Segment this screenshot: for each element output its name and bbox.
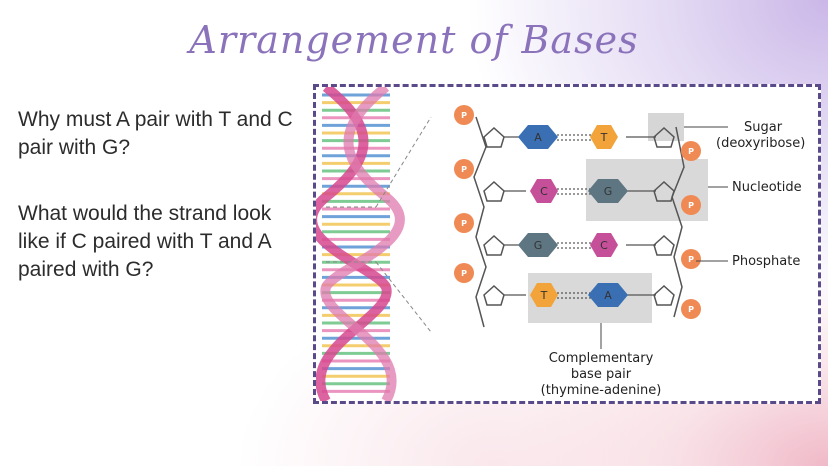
sugar-icon — [483, 126, 505, 148]
dna-figure: P A T P P C G P P G C P P T A P Sugar (deoxyribose) Nuc… — [313, 84, 821, 404]
complementary-label-1: Complementary — [549, 351, 654, 366]
complementary-label-3: (thymine-adenine) — [541, 383, 662, 398]
question-1-lead: Why — [18, 108, 60, 131]
complementary-label-2: base pair — [571, 367, 632, 382]
base-letter: T — [540, 289, 548, 302]
phosphate-icon — [681, 195, 701, 215]
base-A-icon — [518, 125, 558, 149]
sugar-icon — [483, 180, 505, 202]
sugar-sub-label: (deoxyribose) — [716, 136, 805, 151]
phosphate-letter: P — [688, 147, 694, 156]
sugar-label: Sugar — [744, 120, 783, 135]
helix-strand-front — [316, 87, 392, 401]
sugar-icon — [653, 234, 675, 256]
question-2: What would the strand look like if C pai… — [18, 202, 272, 281]
zoom-line-top — [375, 116, 432, 208]
phosphate-icon — [454, 213, 474, 233]
sugar-icon — [653, 126, 675, 148]
base-A-icon — [588, 283, 628, 307]
base-letter: G — [534, 239, 543, 252]
phosphate-icon — [454, 105, 474, 125]
base-letter: G — [604, 185, 613, 198]
helix-strand-back — [320, 87, 405, 401]
phosphate-icon — [681, 141, 701, 161]
base-G-icon — [588, 179, 628, 203]
nucleotide-label: Nucleotide — [732, 180, 802, 195]
base-pair-row: P G C P — [454, 213, 701, 269]
sugar-icon — [653, 180, 675, 202]
sugar-icon — [483, 284, 505, 306]
base-T-icon — [530, 283, 558, 307]
phosphate-letter: P — [688, 305, 694, 314]
base-letter: C — [540, 185, 548, 198]
base-letter: A — [534, 131, 542, 144]
left-backbone — [473, 116, 487, 328]
phosphate-icon — [681, 249, 701, 269]
base-pair-row: P T A P — [454, 263, 701, 319]
base-pair-row: P A T P — [454, 105, 701, 161]
phosphate-letter: P — [461, 165, 467, 174]
phosphate-icon — [454, 159, 474, 179]
phosphate-letter: P — [688, 255, 694, 264]
phosphate-label: Phosphate — [732, 254, 800, 269]
phosphate-letter: P — [688, 201, 694, 210]
phosphate-letter: P — [461, 269, 467, 278]
question-1-rest: must A pair with T and C pair with G? — [18, 108, 293, 159]
right-backbone — [671, 126, 685, 318]
phosphate-letter: P — [461, 111, 467, 120]
sugar-icon — [653, 284, 675, 306]
zoom-line-bottom — [375, 261, 432, 333]
base-pair-row: P C G P — [454, 159, 701, 215]
dna-diagram: P A T P P C G P P G C P P T A P Sugar (deoxyribose) Nuc… — [316, 87, 805, 401]
base-G-icon — [518, 233, 558, 257]
base-letter: C — [600, 239, 608, 252]
base-letter: T — [600, 131, 608, 144]
helix-rungs — [322, 93, 390, 393]
question-1: Why must A pair with T and C pair with G… — [18, 106, 308, 162]
phosphate-icon — [681, 299, 701, 319]
slide-title: Arrangement of Bases — [189, 18, 639, 62]
base-letter: A — [604, 289, 612, 302]
phosphate-icon — [454, 263, 474, 283]
base-C-icon — [530, 179, 558, 203]
sugar-icon — [483, 234, 505, 256]
phosphate-letter: P — [461, 219, 467, 228]
base-C-icon — [590, 233, 618, 257]
base-T-icon — [590, 125, 618, 149]
